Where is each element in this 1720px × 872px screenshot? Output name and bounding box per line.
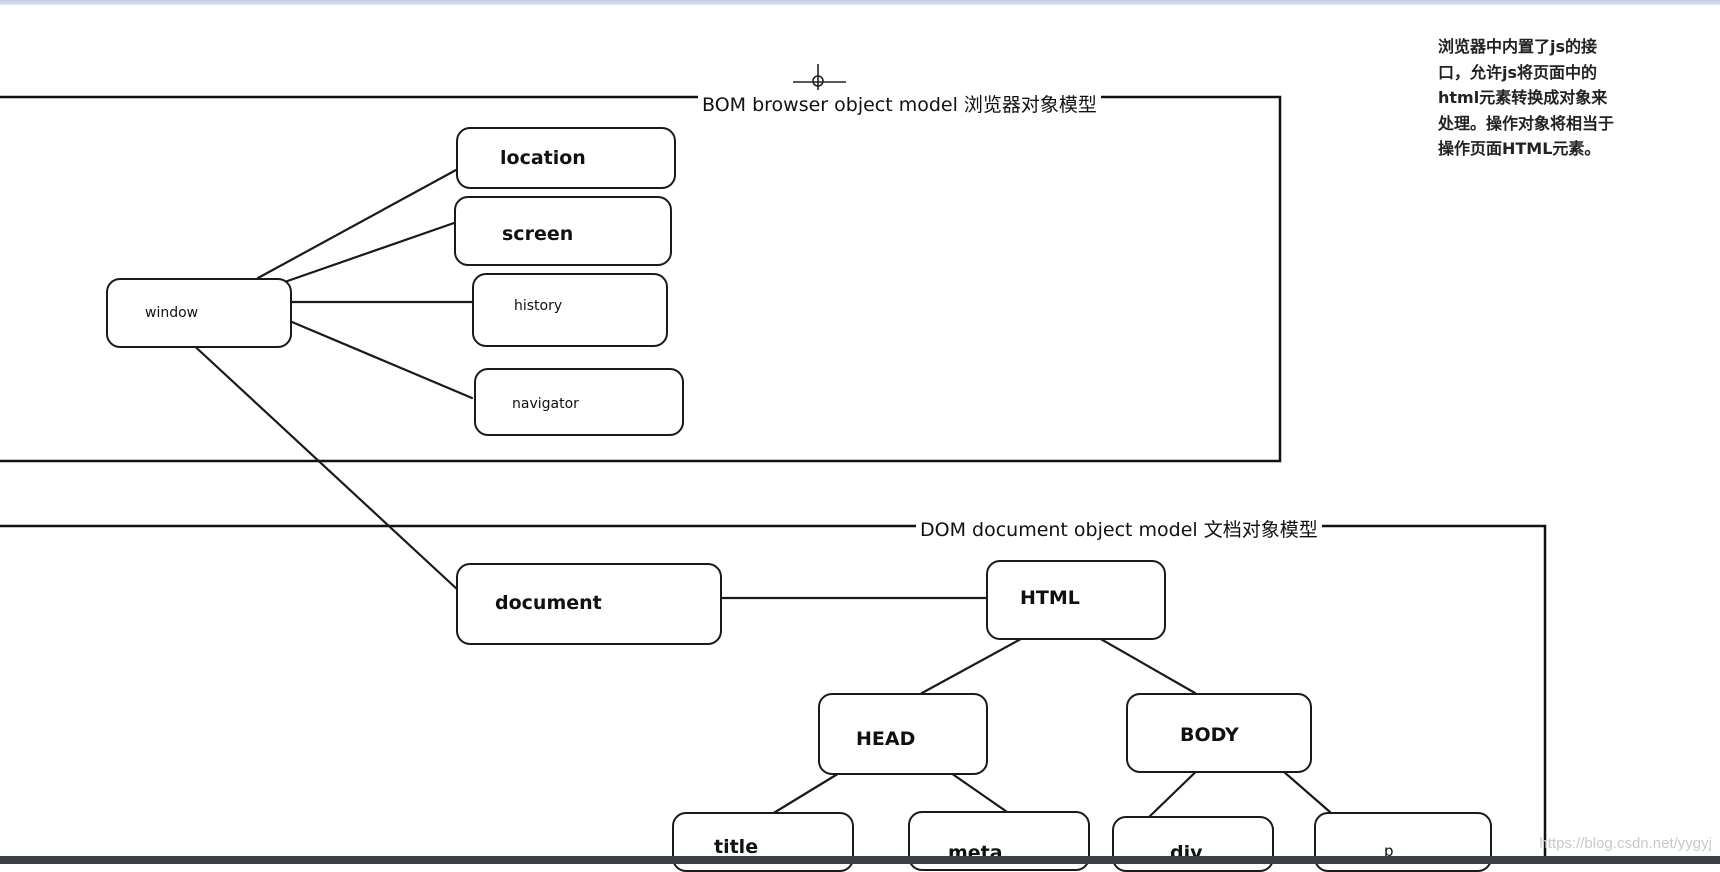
head-node: HEAD	[818, 693, 988, 775]
watermark-text: https://blog.csdn.net/yygyj	[1539, 835, 1712, 852]
location-node-label: location	[500, 147, 586, 169]
html-node-label: HTML	[1020, 587, 1080, 609]
top-window-strip	[0, 0, 1720, 5]
edge-html-body	[1090, 632, 1197, 695]
edge-window-screen	[274, 221, 456, 287]
history-node-label: history	[514, 298, 563, 314]
screen-node-label: screen	[502, 223, 574, 245]
side-note-line-2: 口，允许js将页面中的	[1438, 62, 1598, 82]
screen-node: screen	[454, 196, 672, 266]
window-node-label: window	[145, 305, 199, 321]
edge-window-location	[256, 168, 458, 280]
location-node: location	[456, 127, 676, 189]
history-node: history	[472, 273, 668, 347]
edge-window-document	[186, 338, 460, 592]
dom-frame	[0, 524, 1547, 864]
bom-frame-title: BOM browser object model 浏览器对象模型	[698, 90, 1101, 117]
p-node-text: p	[1384, 842, 1394, 860]
body-node-label: BODY	[1180, 724, 1239, 746]
edge-html-head	[920, 632, 1032, 695]
crosshair-cursor-icon	[793, 64, 846, 93]
head-node-label: HEAD	[856, 728, 916, 750]
navigator-node: navigator	[474, 368, 684, 436]
side-note-line-4: 处理。操作对象将相当于	[1438, 113, 1615, 133]
side-note: 浏览器中内置了js的接 口，允许js将页面中的 html元素转换成对象来 处理。…	[1438, 34, 1708, 162]
window-node: window	[106, 278, 292, 348]
side-note-line-1: 浏览器中内置了js的接	[1438, 37, 1598, 56]
side-note-line-5: 操作页面HTML元素。	[1438, 139, 1601, 158]
body-node: BODY	[1126, 693, 1312, 773]
bottom-taskbar-strip	[0, 856, 1720, 864]
side-note-line-3: html元素转换成对象来	[1438, 88, 1608, 107]
edge-window-navigator	[290, 320, 474, 400]
dom-frame-title: DOM document object model 文档对象模型	[916, 515, 1322, 542]
bom-frame	[0, 95, 1282, 463]
navigator-node-label: navigator	[512, 396, 579, 412]
html-node: HTML	[986, 560, 1166, 640]
document-node-label: document	[495, 592, 602, 614]
document-node: document	[456, 563, 722, 645]
p-node-label: _p	[1378, 842, 1394, 860]
title-node-label: title	[714, 836, 759, 858]
